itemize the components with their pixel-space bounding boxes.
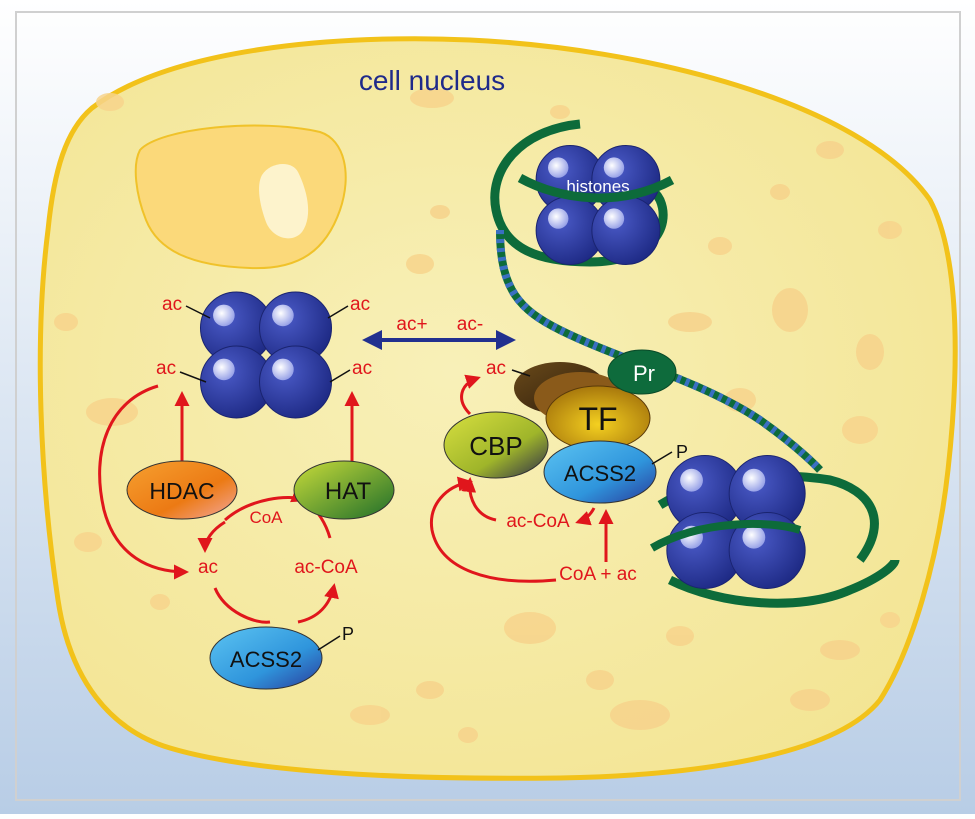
histone-highlight: [213, 358, 235, 381]
ac-coa-label: ac-CoA: [506, 511, 570, 532]
histone-highlight: [548, 157, 569, 178]
phospho-link: [317, 635, 341, 651]
speckle: [610, 700, 670, 730]
speckle: [74, 532, 102, 552]
phospho-link: [651, 451, 673, 465]
ac-label: ac: [352, 358, 372, 379]
histones-label: histones: [566, 177, 629, 196]
speckle: [820, 640, 860, 660]
ac-label: ac: [156, 358, 176, 379]
speckle: [416, 681, 444, 699]
speckle: [96, 93, 124, 111]
ac-label: ac: [486, 358, 506, 379]
speckle: [880, 612, 900, 628]
speckle: [708, 237, 732, 255]
ac-ticks: [179, 305, 351, 383]
histone-ball: [591, 196, 661, 265]
histone-highlight: [603, 208, 625, 229]
speckle: [550, 105, 570, 119]
ac-tick: [511, 369, 531, 377]
histone-cluster-left: [199, 291, 333, 419]
histone-highlight: [680, 468, 703, 492]
speckle: [770, 184, 790, 200]
speckle: [816, 141, 844, 159]
speckle: [54, 313, 78, 331]
histone-highlight: [272, 358, 294, 381]
speckle: [504, 612, 556, 644]
dna-wrap-bottom: [649, 519, 802, 552]
ac-minus-label: ac-: [457, 314, 483, 335]
acss2-enzyme-right: [543, 440, 657, 504]
cbp-coactivator: [443, 411, 549, 479]
right-cycle-arrows: [429, 374, 614, 583]
speckle: [586, 670, 614, 690]
phospho-label: P: [342, 624, 354, 644]
coa-label: CoA: [249, 508, 283, 527]
speckle: [878, 221, 902, 239]
frame-border: [15, 11, 961, 801]
speckle: [856, 334, 884, 370]
speckle: [458, 727, 478, 743]
speckle: [666, 626, 694, 646]
ac-marks-left: ac ac ac ac: [156, 294, 372, 379]
nucleolus-highlight: [259, 164, 309, 239]
nucleolus: [134, 124, 347, 270]
ac-coa-label: ac-CoA: [294, 557, 358, 578]
hat-enzyme: [293, 460, 395, 520]
speckle: [772, 288, 808, 332]
hdac-label: HDAC: [149, 478, 214, 504]
speckle: [842, 416, 878, 444]
acss2-enzyme-left: [209, 626, 323, 690]
speckle: [350, 705, 390, 725]
promoter-label: Pr: [633, 361, 655, 386]
histone-highlight: [742, 468, 766, 492]
histone-highlight: [548, 208, 569, 229]
coa-plus-ac-label: CoA + ac: [559, 564, 637, 585]
ac-label: ac: [198, 557, 218, 578]
hdac-enzyme: [126, 460, 238, 520]
title: cell nucleus: [359, 65, 505, 96]
histone-highlight: [213, 304, 235, 327]
acss2-label: ACSS2: [564, 461, 636, 486]
ac-plus-label: ac+: [396, 314, 427, 335]
dna-wrap-top: [517, 174, 675, 203]
speckle: [150, 594, 170, 610]
histone-highlight: [742, 525, 766, 549]
acss2-label: ACSS2: [230, 647, 302, 672]
phospho-label: P: [676, 442, 688, 462]
histone-ball: [259, 345, 333, 419]
promoter: [607, 349, 677, 395]
cbp-label: CBP: [469, 431, 522, 461]
speckle: [668, 312, 712, 332]
speckle: [790, 689, 830, 711]
hat-label: HAT: [325, 478, 372, 505]
speckle: [406, 254, 434, 274]
speckle: [430, 205, 450, 219]
ac-label: ac: [350, 294, 370, 315]
speckle: [410, 88, 454, 108]
histone-highlight: [272, 304, 294, 327]
ac-label: ac: [162, 294, 182, 315]
speckles: [54, 88, 902, 743]
tf-label: TF: [578, 401, 617, 437]
histone-highlight: [603, 157, 625, 178]
